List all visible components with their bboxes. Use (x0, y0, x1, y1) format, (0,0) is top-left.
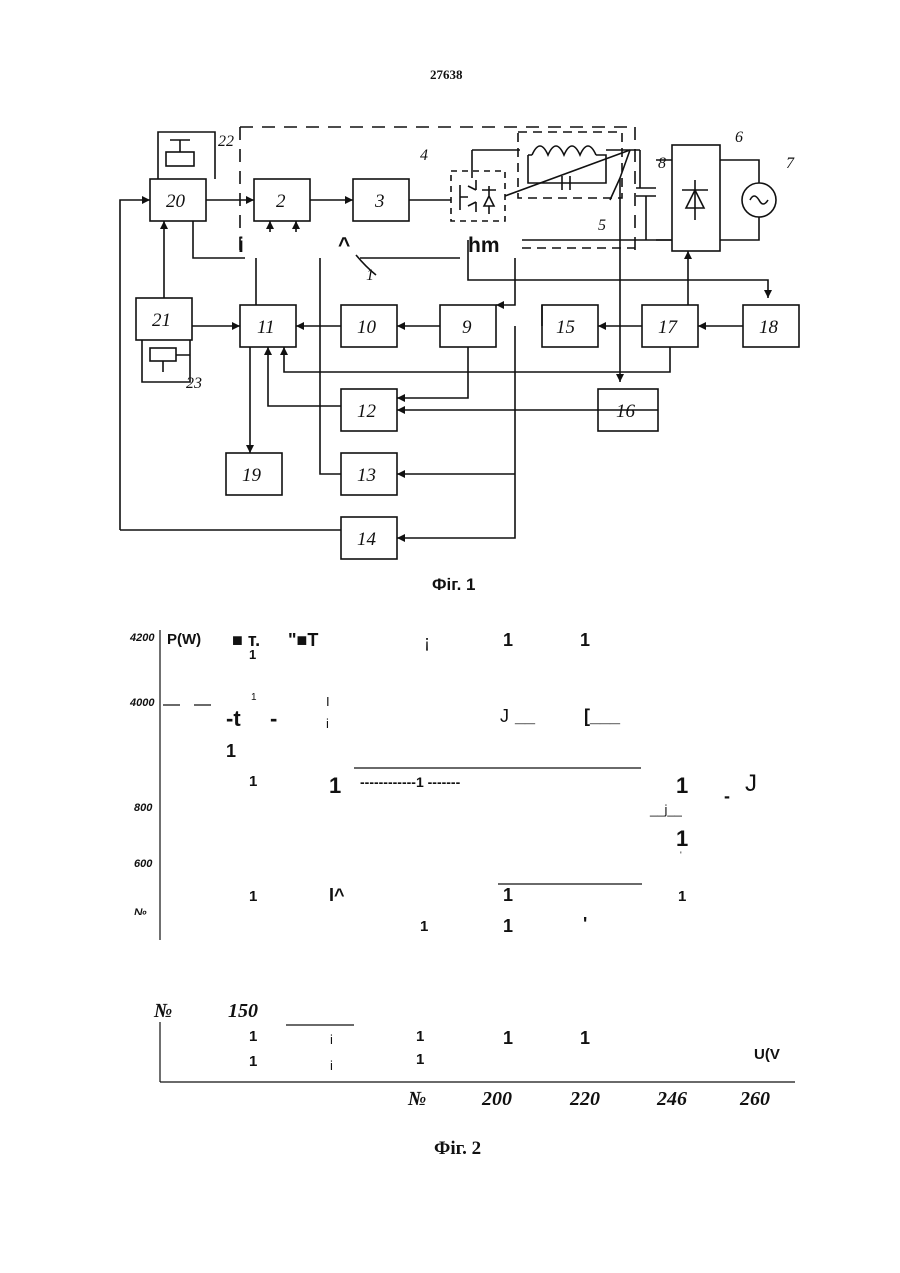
trace-r8-e: 1 (580, 1028, 590, 1049)
trace-r2-a: -t (226, 706, 241, 732)
trace-r7-a: 1 (420, 918, 428, 935)
y-tick-4000: 4000 (130, 697, 154, 709)
x-tick-200: 200 (482, 1088, 512, 1111)
x-tick-260: 260 (740, 1088, 770, 1111)
block-9: 9 (462, 317, 472, 338)
trace-r1-b: "■Т (288, 630, 318, 651)
stray-hm: hm (468, 234, 500, 257)
stray-i: i (238, 234, 244, 257)
x-tick-220: 220 (570, 1088, 600, 1111)
block-14: 14 (357, 529, 377, 550)
y-tick-800: 800 (134, 802, 152, 814)
trace-r8-a: 1 (249, 1028, 257, 1045)
trace-r2-f: [___ (584, 706, 620, 727)
trace-r1b: 1 (249, 647, 256, 662)
label-1: 1 (366, 267, 374, 284)
figure1-caption: Фіг. 1 (432, 575, 476, 595)
block-diagram: 20 2 3 21 11 10 9 15 17 18 12 16 19 13 1… (0, 0, 900, 570)
trace-r9-b: i (330, 1058, 333, 1073)
trace-r2-c: I (326, 694, 330, 709)
trace-r5-b: 1 (676, 826, 688, 852)
trace-r1-c: ¡ (424, 632, 430, 653)
trace-r4-f: - (724, 786, 730, 807)
label-22: 22 (218, 133, 234, 150)
block-20: 20 (166, 191, 186, 212)
block-10: 10 (357, 317, 377, 338)
label-5: 5 (598, 217, 606, 234)
label-8: 8 (658, 155, 666, 172)
stray-caret: ^ (338, 234, 350, 257)
block-3: 3 (374, 191, 385, 212)
trace-r9-c: 1 (416, 1051, 424, 1068)
trace-r5-c: ' (680, 850, 682, 860)
y-tick-no-2: № (154, 1000, 172, 1023)
trace-r4-a: 1 (249, 773, 257, 790)
block-13: 13 (357, 465, 376, 486)
figure2-caption: Фіг. 2 (434, 1138, 481, 1160)
block-15: 15 (556, 317, 575, 338)
block-18: 18 (759, 317, 779, 338)
trace-r8-d: 1 (503, 1028, 513, 1049)
block-11: 11 (257, 317, 275, 338)
trace-r2-e: J (500, 706, 509, 727)
chart-lines (0, 600, 900, 1100)
trace-r6-c: 1 (503, 885, 513, 906)
x-axis-label: U(V (754, 1046, 780, 1063)
trace-r8-b: i (330, 1032, 333, 1047)
trace-r9-a: 1 (249, 1053, 257, 1070)
label-4: 4 (420, 147, 428, 164)
trace-r4-c: ------------1 ------- (360, 774, 460, 790)
trace-r3: 1 (226, 741, 236, 762)
label-6: 6 (735, 129, 743, 146)
x-tick-246: 246 (657, 1088, 687, 1111)
block-2: 2 (276, 191, 286, 212)
trace-r4-b: 1 (329, 773, 341, 799)
block-21: 21 (152, 310, 171, 331)
trace-r1-d: 1 (503, 630, 513, 651)
block-16: 16 (616, 401, 636, 422)
y-axis-label: P(W) (167, 631, 201, 648)
trace-r7-b: 1 (503, 916, 513, 937)
trace-r4-d: 1 (676, 773, 688, 799)
label-23: 23 (186, 375, 202, 392)
block-17: 17 (658, 317, 679, 338)
trace-r2-d: i (326, 716, 329, 731)
trace-r2-dash: __ (515, 706, 535, 727)
label-7: 7 (786, 155, 795, 172)
trace-r8-c: 1 (416, 1028, 424, 1045)
trace-r1-e: 1 (580, 630, 590, 651)
y-tick-no: № (134, 907, 147, 915)
trace-r4-e: J (745, 770, 757, 798)
trace-r6-b: I^ (329, 885, 345, 906)
trace-r6-a: 1 (249, 888, 257, 905)
trace-r7-c: ' (583, 914, 587, 935)
y-tick-150: 150 (228, 1000, 258, 1023)
y-tick-600: 600 (134, 858, 152, 870)
x-tick-no: № (408, 1088, 426, 1111)
block-12: 12 (357, 401, 377, 422)
trace-r5-a: __j__ (650, 802, 682, 817)
block-19: 19 (242, 465, 262, 486)
trace-r2-b: - (270, 706, 277, 732)
trace-r2-small: 1 (251, 692, 257, 703)
y-tick-4200: 4200 (130, 632, 154, 644)
trace-r6-d: 1 (678, 888, 686, 905)
